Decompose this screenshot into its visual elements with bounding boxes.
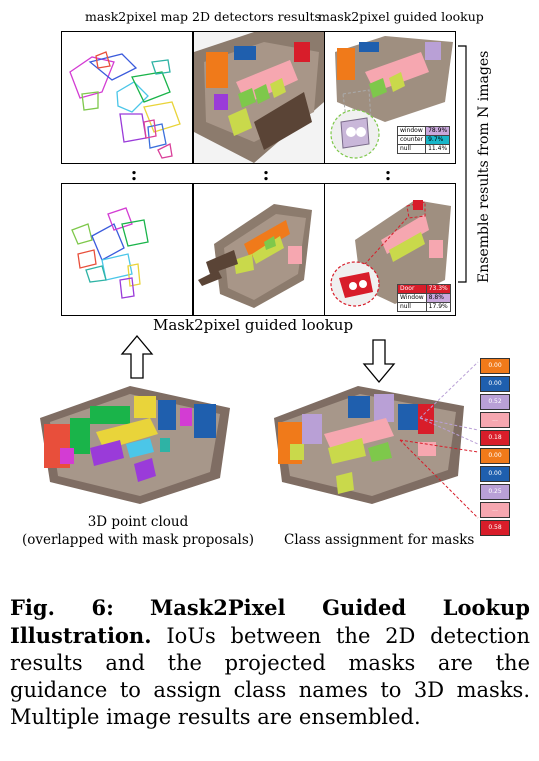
class-value: 11.4% [425, 144, 451, 154]
table-row: Window 8.8% [397, 293, 451, 303]
score-box: ... [480, 412, 510, 428]
class-label: null [397, 302, 427, 312]
point-cloud-label-line2: (overlapped with mask proposals) [21, 532, 255, 548]
class-label: Door [397, 284, 427, 294]
ensemble-side-label: Ensemble results from N images [476, 50, 492, 283]
mask-outlines-2 [71, 207, 149, 299]
class-score-table-1: window 78.9% counter 9.7% null 11.4% [396, 126, 451, 154]
table-row: window 78.9% [396, 126, 451, 136]
room-render-1 [193, 32, 324, 163]
detector-result-2 [194, 184, 324, 315]
ensemble-bracket [458, 45, 467, 283]
figure-label: Fig. 6: [10, 595, 114, 620]
up-arrow-icon [120, 334, 154, 379]
score-box: 0.25 [480, 484, 510, 500]
score-stack-bottom: 0.00 0.00 0.25 ... 0.58 [480, 448, 510, 538]
detector-result-1 [193, 32, 324, 163]
score-stack-top: 0.00 0.00 0.52 ... 0.18 [480, 358, 510, 448]
mask2pixel-map-2 [62, 184, 192, 315]
class-value: 8.8% [425, 293, 451, 303]
point-cloud-label: 3D point cloud (overlapped with mask pro… [18, 514, 258, 548]
point-cloud-label-line1: 3D point cloud [87, 514, 189, 530]
score-box: 0.00 [480, 376, 510, 392]
class-score-table-2: Door 73.3% Window 8.8% null 17.9% [397, 284, 451, 312]
score-box: 0.00 [480, 448, 510, 464]
class-assignment-render [274, 386, 464, 504]
figure-caption: Fig. 6: Mask2Pixel Guided Lookup Illustr… [10, 594, 530, 731]
score-box: 0.00 [480, 358, 510, 374]
table-row: Door 73.3% [397, 284, 451, 294]
mask2pixel-map-1 [62, 32, 192, 163]
class-assignment-label: Class assignment for masks [284, 532, 475, 548]
lookup-label: Mask2pixel guided lookup [153, 316, 354, 334]
ellipsis-col1: ... [130, 158, 138, 191]
lookup-render-2 [330, 200, 451, 307]
table-row: null 17.9% [397, 302, 451, 312]
dashed-connectors [399, 361, 479, 519]
class-label: null [396, 144, 427, 154]
score-box: 0.00 [480, 466, 510, 482]
class-label: Window [397, 293, 427, 303]
point-cloud-render [40, 386, 230, 504]
panel-row-1: window 78.9% counter 9.7% null 11.4% [61, 31, 456, 164]
score-box: 0.52 [480, 394, 510, 410]
room-render-2 [197, 204, 312, 308]
col-title-2d-detectors: 2D detectors results [192, 9, 321, 24]
score-box: 0.58 [480, 520, 510, 536]
guided-lookup-2: Door 73.3% Window 8.8% null 17.9% [325, 184, 455, 315]
class-label: window [396, 126, 427, 136]
col-title-guided-lookup: mask2pixel guided lookup [318, 9, 484, 24]
score-box: 0.18 [480, 430, 510, 446]
figure-title: Mask2Pixel Guided Lookup Illustration. [10, 595, 530, 648]
ellipsis-col2: ... [262, 158, 270, 191]
class-value: 17.9% [425, 302, 451, 312]
mask-outlines-1 [69, 51, 181, 159]
guided-lookup-1: window 78.9% counter 9.7% null 11.4% [325, 32, 455, 163]
table-row: null 11.4% [396, 144, 451, 154]
table-row: counter 9.7% [396, 135, 451, 145]
class-value: 9.7% [425, 135, 451, 145]
lookup-render-1 [330, 36, 453, 159]
score-box: ... [480, 502, 510, 518]
col-title-mask2pixel-map: mask2pixel map [85, 9, 188, 24]
panel-row-2: Door 73.3% Window 8.8% null 17.9% [61, 183, 456, 316]
down-arrow-icon [362, 339, 396, 384]
ellipsis-col3: ... [384, 158, 392, 191]
class-value: 73.3% [425, 284, 451, 294]
figure-body: IoUs between the 2D detection results an… [10, 624, 530, 729]
class-value: 78.9% [425, 126, 451, 136]
class-label: counter [396, 135, 427, 145]
